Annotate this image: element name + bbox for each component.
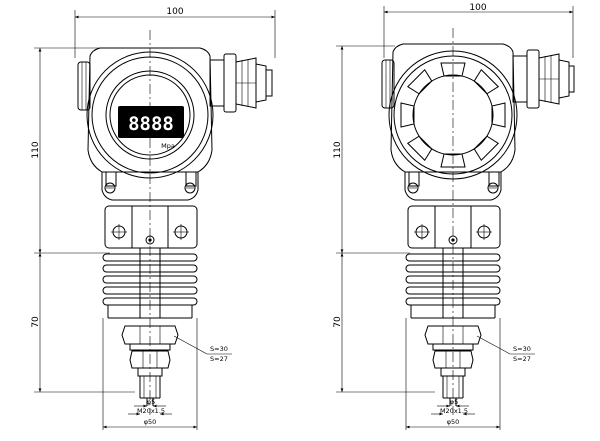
- digital-display: 8888: [118, 106, 184, 138]
- display-unit: Mpa: [161, 142, 175, 150]
- rear-width-dimension: 100: [383, 3, 574, 58]
- rear-cover-lugs: [400, 62, 506, 168]
- front-housing-height-dimension: 110: [31, 47, 110, 254]
- front-left-screw: [104, 182, 116, 194]
- front-width-label: 100: [166, 7, 183, 17]
- front-hex-callout: S=30 S=27: [173, 335, 232, 363]
- front-hex-lower-label: S=27: [210, 355, 228, 363]
- rear-threaded-tip: [440, 367, 466, 406]
- front-base-dia-label: φ50: [144, 418, 157, 426]
- rear-housing-height-dimension: 110: [333, 45, 410, 254]
- rear-fin-height-dimension: 70: [333, 253, 435, 393]
- rear-bottom-dimensions: φ5 M20x1.5 φ50: [405, 318, 501, 430]
- rear-hex-upper-label: S=30: [513, 345, 531, 353]
- front-view: 100 110 70: [31, 7, 276, 430]
- rear-fin-height-label: 70: [333, 316, 343, 328]
- rear-hex-lower-label: S=27: [513, 355, 531, 363]
- rear-left-screw: [407, 182, 419, 194]
- rear-thread-label: M20x1.5: [440, 407, 468, 415]
- front-bottom-dimensions: φ5 M20x1.5 φ50: [102, 318, 198, 430]
- front-fin-height-dimension: 70: [31, 253, 135, 393]
- front-width-dimension: 100: [74, 7, 276, 58]
- rear-cable-gland: [512, 49, 575, 109]
- rear-hex-callout: S=30 S=27: [476, 335, 535, 363]
- front-housing: [77, 47, 213, 173]
- display-digits: 8888: [128, 113, 174, 135]
- rear-housing: [381, 43, 516, 173]
- rear-width-label: 100: [469, 3, 486, 13]
- front-fin-height-label: 70: [31, 316, 41, 328]
- front-thread-label: M20x1.5: [137, 407, 165, 415]
- rear-right-screw: [487, 182, 499, 194]
- front-housing-height-label: 110: [31, 141, 41, 158]
- rear-base-dia-label: φ50: [447, 418, 460, 426]
- rear-housing-height-label: 110: [333, 141, 343, 158]
- rear-mounting-block: [407, 205, 501, 255]
- front-mounting-block: [104, 205, 198, 255]
- front-hex-upper-label: S=30: [210, 345, 228, 353]
- front-right-screw: [184, 182, 196, 194]
- front-cable-gland: [209, 53, 273, 113]
- rear-fitting: [432, 350, 474, 369]
- front-tip-dia-label: φ5: [147, 398, 155, 406]
- front-fitting: [129, 350, 171, 369]
- rear-tip-dia-label: φ5: [450, 398, 458, 406]
- rear-view: 100 110 70: [333, 3, 575, 430]
